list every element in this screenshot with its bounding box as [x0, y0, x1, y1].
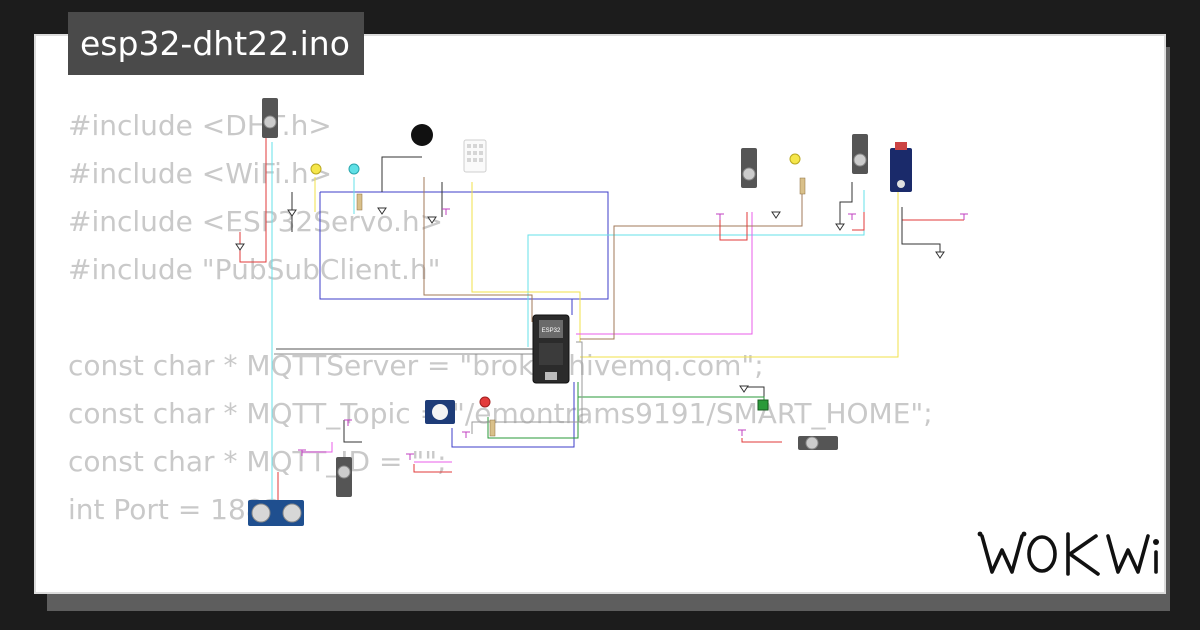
ground-symbol — [287, 209, 297, 217]
buzzer — [411, 124, 433, 146]
ground-symbol — [427, 216, 437, 224]
code-line: #include <ESP32Servo.h> — [68, 205, 444, 238]
wire-magenta — [302, 442, 333, 453]
vcc-symbol — [442, 208, 450, 215]
wire-gray — [471, 341, 583, 434]
esp32-board: ESP32 — [532, 314, 570, 384]
resistor — [799, 177, 806, 195]
dht22-sensor — [463, 139, 487, 173]
wire-yellow — [471, 182, 581, 342]
wire-blue — [451, 382, 575, 448]
vcc-symbol — [298, 449, 306, 456]
ultrasonic-sensor — [248, 500, 304, 526]
ground-symbol — [377, 207, 387, 215]
wire-cyan — [527, 190, 865, 347]
wire-red — [239, 132, 267, 263]
servo — [798, 436, 838, 450]
code-line: #include "PubSubClient.h" — [68, 253, 441, 286]
vcc-symbol — [406, 453, 414, 460]
wire-gray — [343, 420, 362, 443]
code-line: #include <WiFi.h> — [68, 157, 333, 190]
wire-black — [901, 207, 941, 252]
wire-red — [719, 212, 748, 241]
wire-black — [839, 182, 853, 224]
wire-red — [901, 207, 964, 221]
led-yellow — [310, 163, 322, 175]
esp32-label: ESP32 — [542, 328, 561, 334]
code-line: const char * MQTT_Topic = "/emontrams919… — [68, 397, 933, 430]
vcc-symbol — [462, 431, 470, 438]
wire-red — [413, 464, 452, 473]
ground-symbol — [235, 243, 245, 251]
led-red — [479, 396, 491, 408]
led-yellow — [789, 153, 801, 165]
wire-blue — [381, 156, 422, 192]
code-line: #include <DHT.h> — [68, 109, 332, 142]
vcc-symbol — [960, 213, 968, 220]
led-cyan — [348, 163, 360, 175]
wire-red — [852, 212, 865, 231]
page-title: esp32-dht22.ino — [68, 12, 364, 75]
servo — [336, 457, 352, 497]
vcc-symbol — [848, 213, 856, 220]
code-line: WiFiClient espClient; — [68, 582, 933, 592]
wire-brown — [580, 187, 803, 340]
vcc-symbol — [716, 213, 724, 220]
resistor — [489, 419, 496, 437]
wire-blue — [319, 191, 609, 300]
wire-yellow — [580, 192, 899, 358]
pushbutton — [757, 399, 769, 411]
wire-red — [741, 438, 782, 443]
wire-green — [578, 396, 765, 407]
ground-symbol — [835, 223, 845, 231]
servo — [262, 98, 278, 138]
ldr-module — [890, 142, 912, 192]
wire-magenta — [576, 212, 753, 335]
circuit-diagram: ESP32 — [235, 98, 968, 526]
ground-symbol — [935, 251, 945, 259]
servo — [852, 134, 868, 174]
ground-symbol — [739, 385, 749, 393]
wokwi-logo — [977, 531, 1159, 576]
resistor — [356, 193, 363, 211]
wire-green — [487, 382, 579, 439]
vcc-symbol — [344, 419, 352, 426]
ground-symbol — [771, 211, 781, 219]
wire-blue — [320, 298, 573, 315]
preview-card: #include <DHT.h> #include <WiFi.h> #includ… — [34, 34, 1166, 594]
servo — [741, 148, 757, 188]
pir-sensor — [425, 400, 455, 424]
wire-brown — [423, 177, 533, 322]
vcc-symbol — [738, 429, 746, 436]
